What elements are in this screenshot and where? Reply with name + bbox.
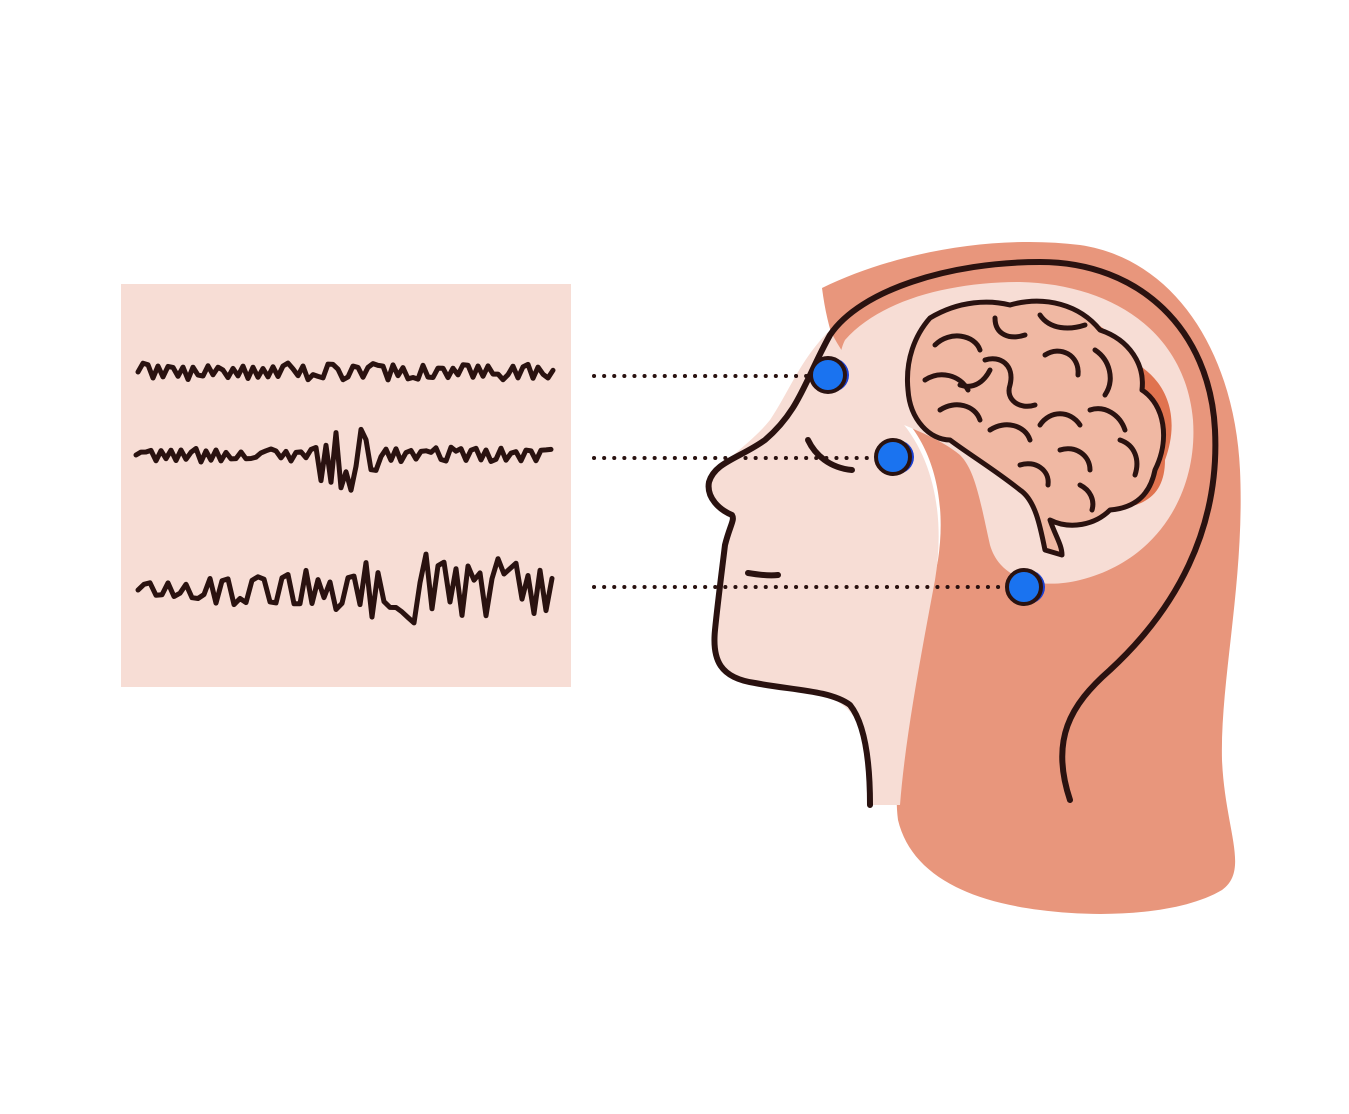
electrode-temple: [874, 438, 914, 476]
eeg-wave-high-amplitude: [135, 551, 555, 626]
brain-folds: [904, 298, 1167, 558]
electrode-forehead: [809, 356, 849, 394]
mouth-line: [745, 570, 781, 579]
connector-lines: [592, 374, 1012, 589]
electrode-behind-ear: [1005, 568, 1045, 606]
eeg-wave-spike-burst: [133, 426, 554, 493]
signal-panel: [121, 284, 571, 687]
eye-line: [805, 437, 855, 473]
head-outline: [705, 259, 1219, 808]
brain: [907, 301, 1164, 555]
eeg-wave-baseline: [135, 360, 556, 383]
